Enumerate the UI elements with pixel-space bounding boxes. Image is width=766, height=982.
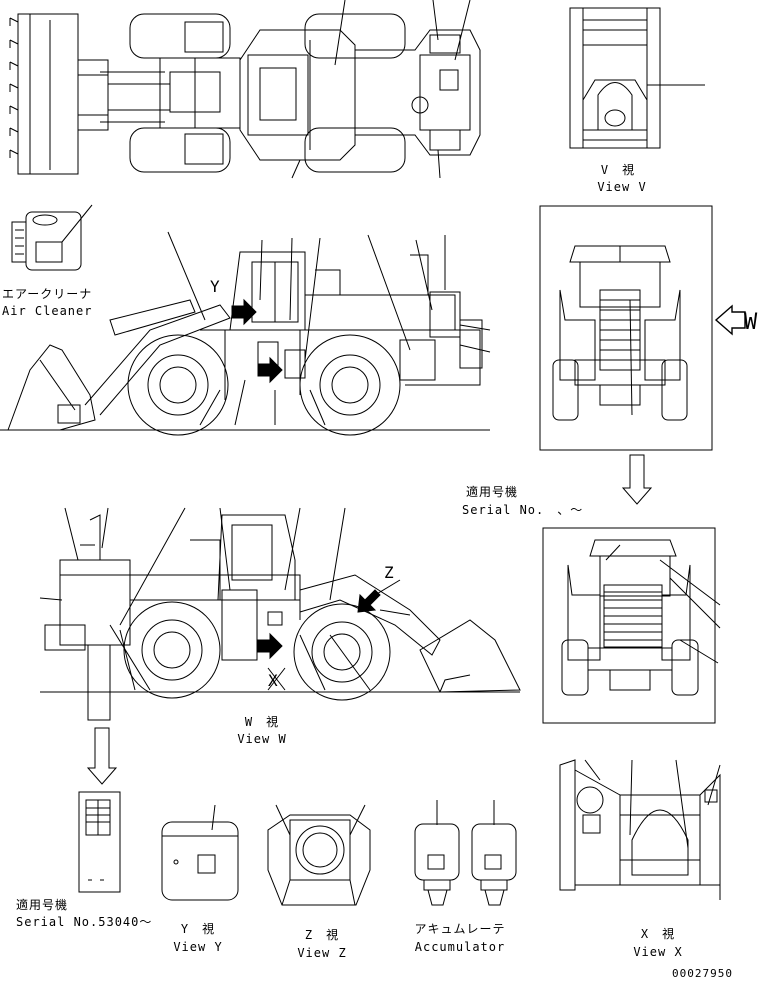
view-y-en-label: View Y [173, 940, 223, 954]
bucket-top-view [10, 14, 108, 174]
view-w-jp-label: W 視 [244, 715, 280, 729]
accumulator-jp-label: アキュムレーテ [414, 922, 506, 936]
accumulator-figures [415, 800, 516, 905]
arrow-w-right [716, 306, 745, 334]
serial-decal-panel [79, 792, 120, 892]
marker-z-label: Z [384, 563, 395, 582]
air-cleaner-figure [12, 205, 92, 270]
view-w-en-label: View W [237, 732, 287, 746]
serial-en-top-label: Serial No. 、～ [462, 503, 584, 517]
rear-tire-side-right [124, 602, 220, 698]
drawing-number: 00027950 [672, 967, 733, 980]
view-v-figure [570, 8, 705, 148]
view-v-en-label: View V [597, 180, 647, 194]
marker-x-label: X [268, 671, 279, 690]
hollow-arrow-down-left [88, 728, 116, 784]
view-z-figure [268, 805, 370, 905]
view-x-figure [560, 760, 720, 900]
view-v-jp-label: V 視 [600, 163, 636, 177]
view-y-jp-label: Y 視 [180, 922, 216, 936]
front-tire-side [128, 335, 228, 435]
accumulator-en-label: Accumulator [414, 940, 506, 954]
arrow-w-upper [232, 300, 256, 324]
front-tire-right [130, 128, 230, 172]
rear-tire-side [300, 335, 400, 435]
view-x-en-label: View X [633, 945, 683, 959]
side-view-right [40, 508, 520, 720]
serial-jp-bottom-label: 適用号機 [16, 898, 69, 912]
serial-jp-top-label: 適用号機 [466, 485, 519, 499]
marker-w-label: W [744, 310, 759, 335]
air-cleaner-jp-label: エアークリーナ [2, 287, 93, 301]
view-z-en-label: View Z [297, 946, 347, 960]
side-view-left [0, 232, 490, 435]
front-view-box [540, 206, 745, 450]
rear-view-box [543, 528, 720, 723]
view-y-figure [162, 805, 238, 900]
front-tire-left [130, 14, 230, 58]
rear-tire-left [305, 14, 405, 58]
rear-tire-right [305, 128, 405, 172]
top-plan-view [10, 0, 480, 178]
marker-y-label: Y [210, 277, 221, 296]
view-x-jp-label: X 視 [640, 927, 676, 941]
serial-en-bottom-label: Serial No.53040～ [16, 915, 153, 929]
arrow-x [258, 634, 282, 658]
hollow-arrow-down-right [623, 455, 651, 504]
front-tire-side-right [294, 604, 390, 700]
view-z-jp-label: Z 視 [304, 928, 340, 942]
arrow-z [358, 590, 380, 612]
air-cleaner-en-label: Air Cleaner [2, 304, 93, 318]
